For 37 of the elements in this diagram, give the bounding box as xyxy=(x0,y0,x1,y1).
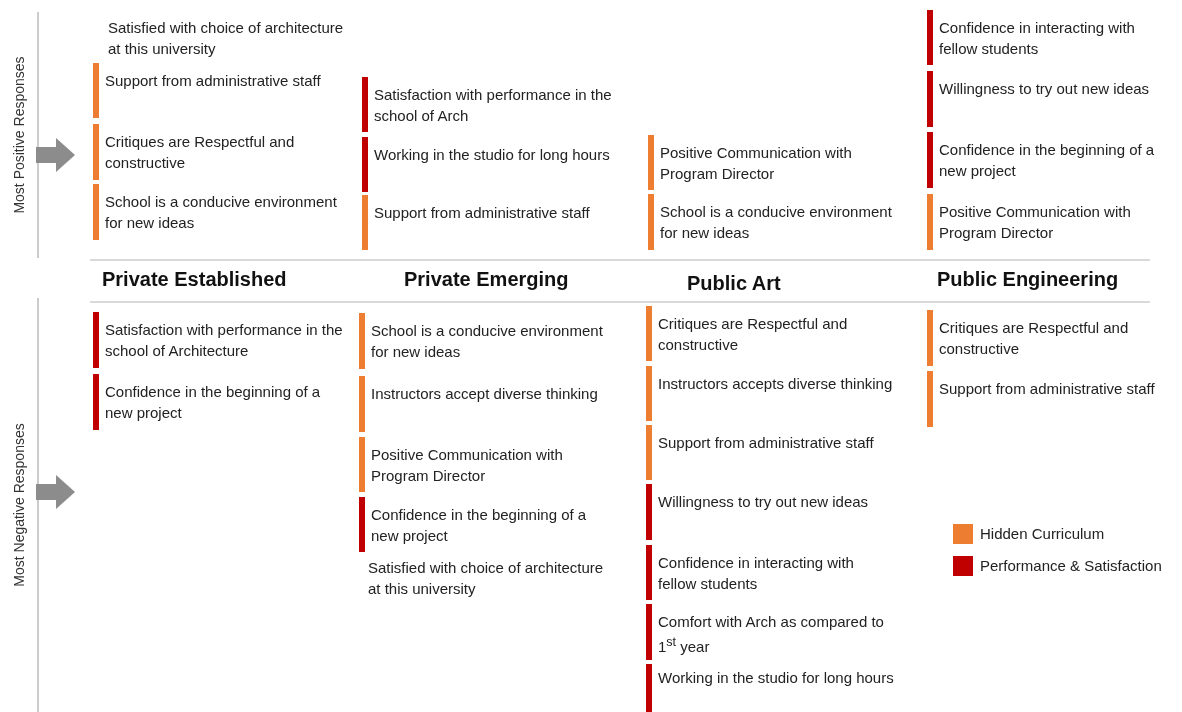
survey-item: Support from administrative staff xyxy=(93,63,343,118)
survey-item: Willingness to try out new ideas xyxy=(927,71,1177,127)
survey-item: Instructors accepts diverse thinking xyxy=(646,366,896,421)
survey-item: Positive Communication with Program Director xyxy=(927,194,1177,250)
survey-item: Critiques are Respectful and constructive xyxy=(646,306,896,361)
column-heading: Private Emerging xyxy=(404,268,569,291)
survey-item: Instructors accept diverse thinking xyxy=(359,376,609,432)
survey-item: Comfort with Arch as compared to 1$^{st}$ year xyxy=(646,604,896,660)
survey-item: Satisfaction with performance in the school of Arch xyxy=(362,77,612,132)
survey-item: Working in the studio for long hours xyxy=(362,137,612,192)
column-heading: Private Established xyxy=(102,268,287,291)
survey-item: School is a conducive environment for new ideas xyxy=(93,184,343,240)
column-heading: Public Engineering xyxy=(937,268,1119,291)
survey-item: Confidence in interacting with fellow students xyxy=(646,545,896,600)
axis-label: Most Negative Responses xyxy=(11,423,27,587)
survey-item: Support from administrative staff xyxy=(362,195,612,250)
legend-label: Performance & Satisfaction xyxy=(980,557,1162,574)
axis-label: Most Positive Responses xyxy=(11,56,27,214)
survey-item: Satisfied with choice of architecture at this university xyxy=(107,18,345,59)
survey-item: Positive Communication with Program Director xyxy=(648,135,898,190)
survey-item: School is a conducive environment for new ideas xyxy=(648,194,898,250)
legend-label: Hidden Curriculum xyxy=(980,525,1105,542)
survey-item: Support from administrative staff xyxy=(646,425,896,480)
survey-item: School is a conducive environment for new ideas xyxy=(359,313,609,369)
survey-item: Critiques are Respectful and constructive xyxy=(927,310,1177,366)
survey-item: Confidence in the beginning of a new project xyxy=(927,132,1177,188)
survey-item: Confidence in the beginning of a new project xyxy=(359,497,609,552)
survey-item: Willingness to try out new ideas xyxy=(646,484,896,540)
survey-item: Working in the studio for long hours xyxy=(646,664,896,712)
column-heading: Public Art xyxy=(687,272,781,295)
survey-item: Support from administrative staff xyxy=(927,371,1177,427)
survey-item: Critiques are Respectful and constructive xyxy=(93,124,343,180)
survey-item: Confidence in interacting with fellow students xyxy=(927,10,1177,65)
survey-item: Satisfaction with performance in the school of Architecture xyxy=(93,312,343,368)
survey-item: Satisfied with choice of architecture at this university xyxy=(367,558,605,599)
survey-item: Confidence in the beginning of a new project xyxy=(93,374,343,430)
survey-item: Positive Communication with Program Director xyxy=(359,437,609,492)
